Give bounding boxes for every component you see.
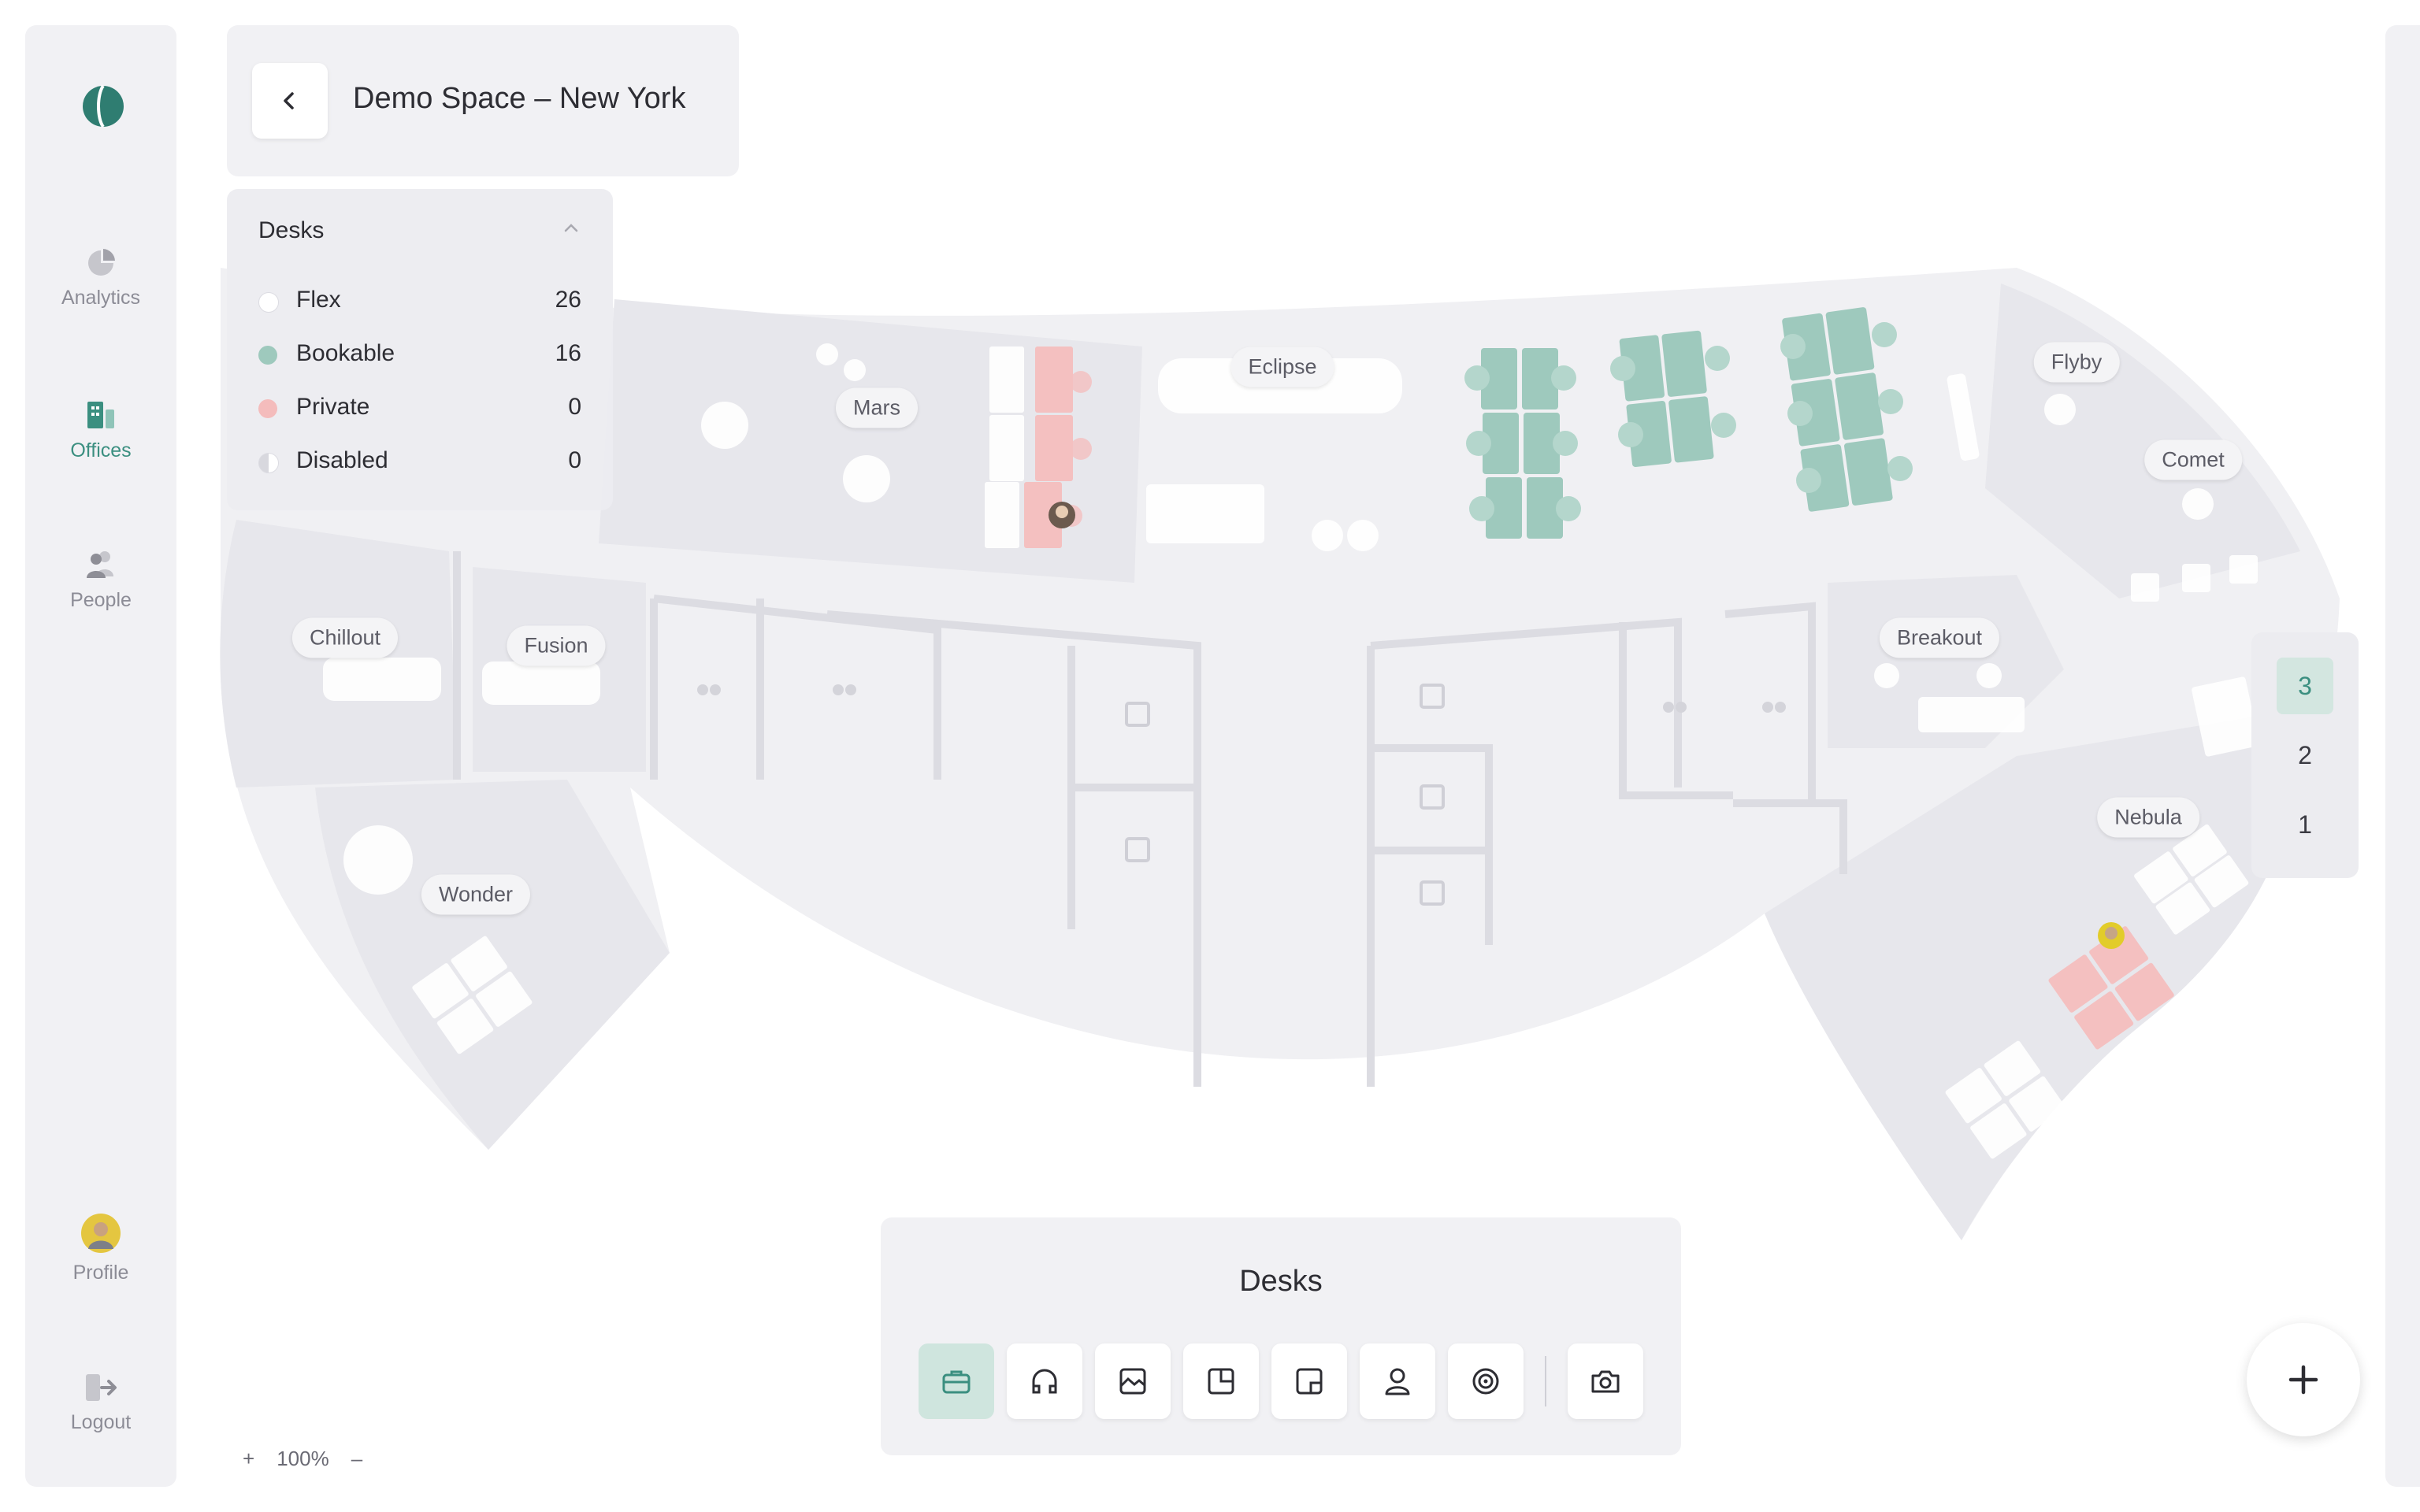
room-label-chillout[interactable]: Chillout <box>291 617 399 658</box>
sidebar-item-profile[interactable]: Profile <box>25 1213 176 1284</box>
desk-toolbar: Desks <box>881 1217 1681 1455</box>
avatar <box>81 1214 121 1253</box>
image-icon <box>1119 1368 1146 1395</box>
sidebar-item-label: Analytics <box>61 287 141 309</box>
room-label-comet[interactable]: Comet <box>2144 439 2242 480</box>
floor-button-2[interactable]: 2 <box>2298 740 2312 769</box>
sidebar-item-offices[interactable]: Offices <box>25 398 176 462</box>
room-label-mars[interactable]: Mars <box>836 387 918 428</box>
legend-count: 26 <box>555 287 581 313</box>
room-label-fusion[interactable]: Fusion <box>507 625 606 666</box>
chevron-up-icon[interactable] <box>562 222 580 233</box>
room-label-eclipse[interactable]: Eclipse <box>1230 346 1334 387</box>
app-logo-icon[interactable] <box>82 85 124 128</box>
room-label-flyby[interactable]: Flyby <box>2033 342 2120 383</box>
building-icon <box>87 402 114 428</box>
floor-button-1[interactable]: 1 <box>2298 810 2312 839</box>
room-label-nebula[interactable]: Nebula <box>2097 797 2199 838</box>
occupant-avatar-icon <box>1049 502 1075 528</box>
back-button[interactable] <box>252 63 328 139</box>
pie-chart-icon <box>88 249 115 276</box>
right-panel-edge <box>2385 25 2420 1487</box>
headset-icon <box>1032 1369 1057 1394</box>
sidebar-item-label: Logout <box>70 1411 132 1433</box>
tool-room-button[interactable] <box>1271 1343 1347 1419</box>
toolbar-divider <box>1545 1356 1546 1406</box>
legend-row-bookable: Bookable 16 <box>258 339 581 370</box>
tool-image-button[interactable] <box>1095 1343 1171 1419</box>
sidebar-item-logout[interactable]: Logout <box>25 1372 176 1434</box>
floor-button-3[interactable]: 3 <box>2277 658 2333 714</box>
briefcase-icon <box>942 1370 971 1394</box>
sidebar-item-analytics[interactable]: Analytics <box>25 247 176 309</box>
people-icon <box>87 551 113 578</box>
legend-count: 0 <box>568 447 581 473</box>
desk-legend-panel: Desks Flex 26 Bookable 16 Private 0 Disa… <box>227 189 613 510</box>
header-card: Demo Space – New York <box>227 25 739 176</box>
sidebar-item-label: People <box>70 589 132 611</box>
logout-icon <box>86 1374 117 1401</box>
square-icon <box>1296 1368 1323 1395</box>
toolbar-title: Desks <box>1239 1265 1323 1298</box>
occupant-avatar-icon <box>2098 922 2125 949</box>
sidebar-item-label: Offices <box>70 439 132 461</box>
legend-title: Desks <box>258 217 325 243</box>
room-label-breakout[interactable]: Breakout <box>1879 617 2000 658</box>
legend-label: Flex <box>296 287 341 313</box>
private-swatch-icon <box>258 399 277 418</box>
disabled-swatch-icon <box>258 453 279 473</box>
person-icon <box>1385 1368 1410 1395</box>
tool-person-button[interactable] <box>1360 1343 1435 1419</box>
legend-label: Private <box>296 394 370 420</box>
camera-icon <box>1591 1370 1620 1393</box>
legend-row-private: Private 0 <box>258 392 581 424</box>
legend-count: 0 <box>568 394 581 420</box>
target-icon <box>1472 1368 1499 1395</box>
quarter-square-icon <box>1208 1368 1234 1395</box>
add-button[interactable] <box>2247 1323 2360 1436</box>
legend-row-disabled: Disabled 0 <box>258 446 581 477</box>
floor-selector: 3 2 1 <box>2251 632 2359 878</box>
zoom-out-button[interactable]: – <box>351 1447 363 1470</box>
sidebar-item-label: Profile <box>72 1262 129 1284</box>
tool-camera-button[interactable] <box>1568 1343 1643 1419</box>
tool-desks-button[interactable] <box>919 1343 994 1419</box>
bookable-swatch-icon <box>258 346 277 365</box>
plus-icon <box>2288 1365 2318 1395</box>
zoom-level: 100% <box>277 1447 329 1470</box>
legend-label: Bookable <box>296 340 395 366</box>
tool-area-button[interactable] <box>1183 1343 1259 1419</box>
legend-row-flex: Flex 26 <box>258 285 581 317</box>
legend-count: 16 <box>555 340 581 366</box>
sidebar-item-people[interactable]: People <box>25 548 176 612</box>
tool-seats-button[interactable] <box>1007 1343 1082 1419</box>
chevron-left-icon <box>284 92 294 109</box>
zoom-controls: +100%– <box>243 1447 384 1471</box>
page-title: Demo Space – New York <box>353 82 686 115</box>
flex-swatch-icon <box>258 292 279 313</box>
legend-label: Disabled <box>296 447 388 473</box>
tool-target-button[interactable] <box>1448 1343 1524 1419</box>
zoom-in-button[interactable]: + <box>243 1447 255 1470</box>
sidebar: Analytics Offices People Profile <box>25 25 176 1487</box>
room-label-wonder[interactable]: Wonder <box>421 874 531 915</box>
